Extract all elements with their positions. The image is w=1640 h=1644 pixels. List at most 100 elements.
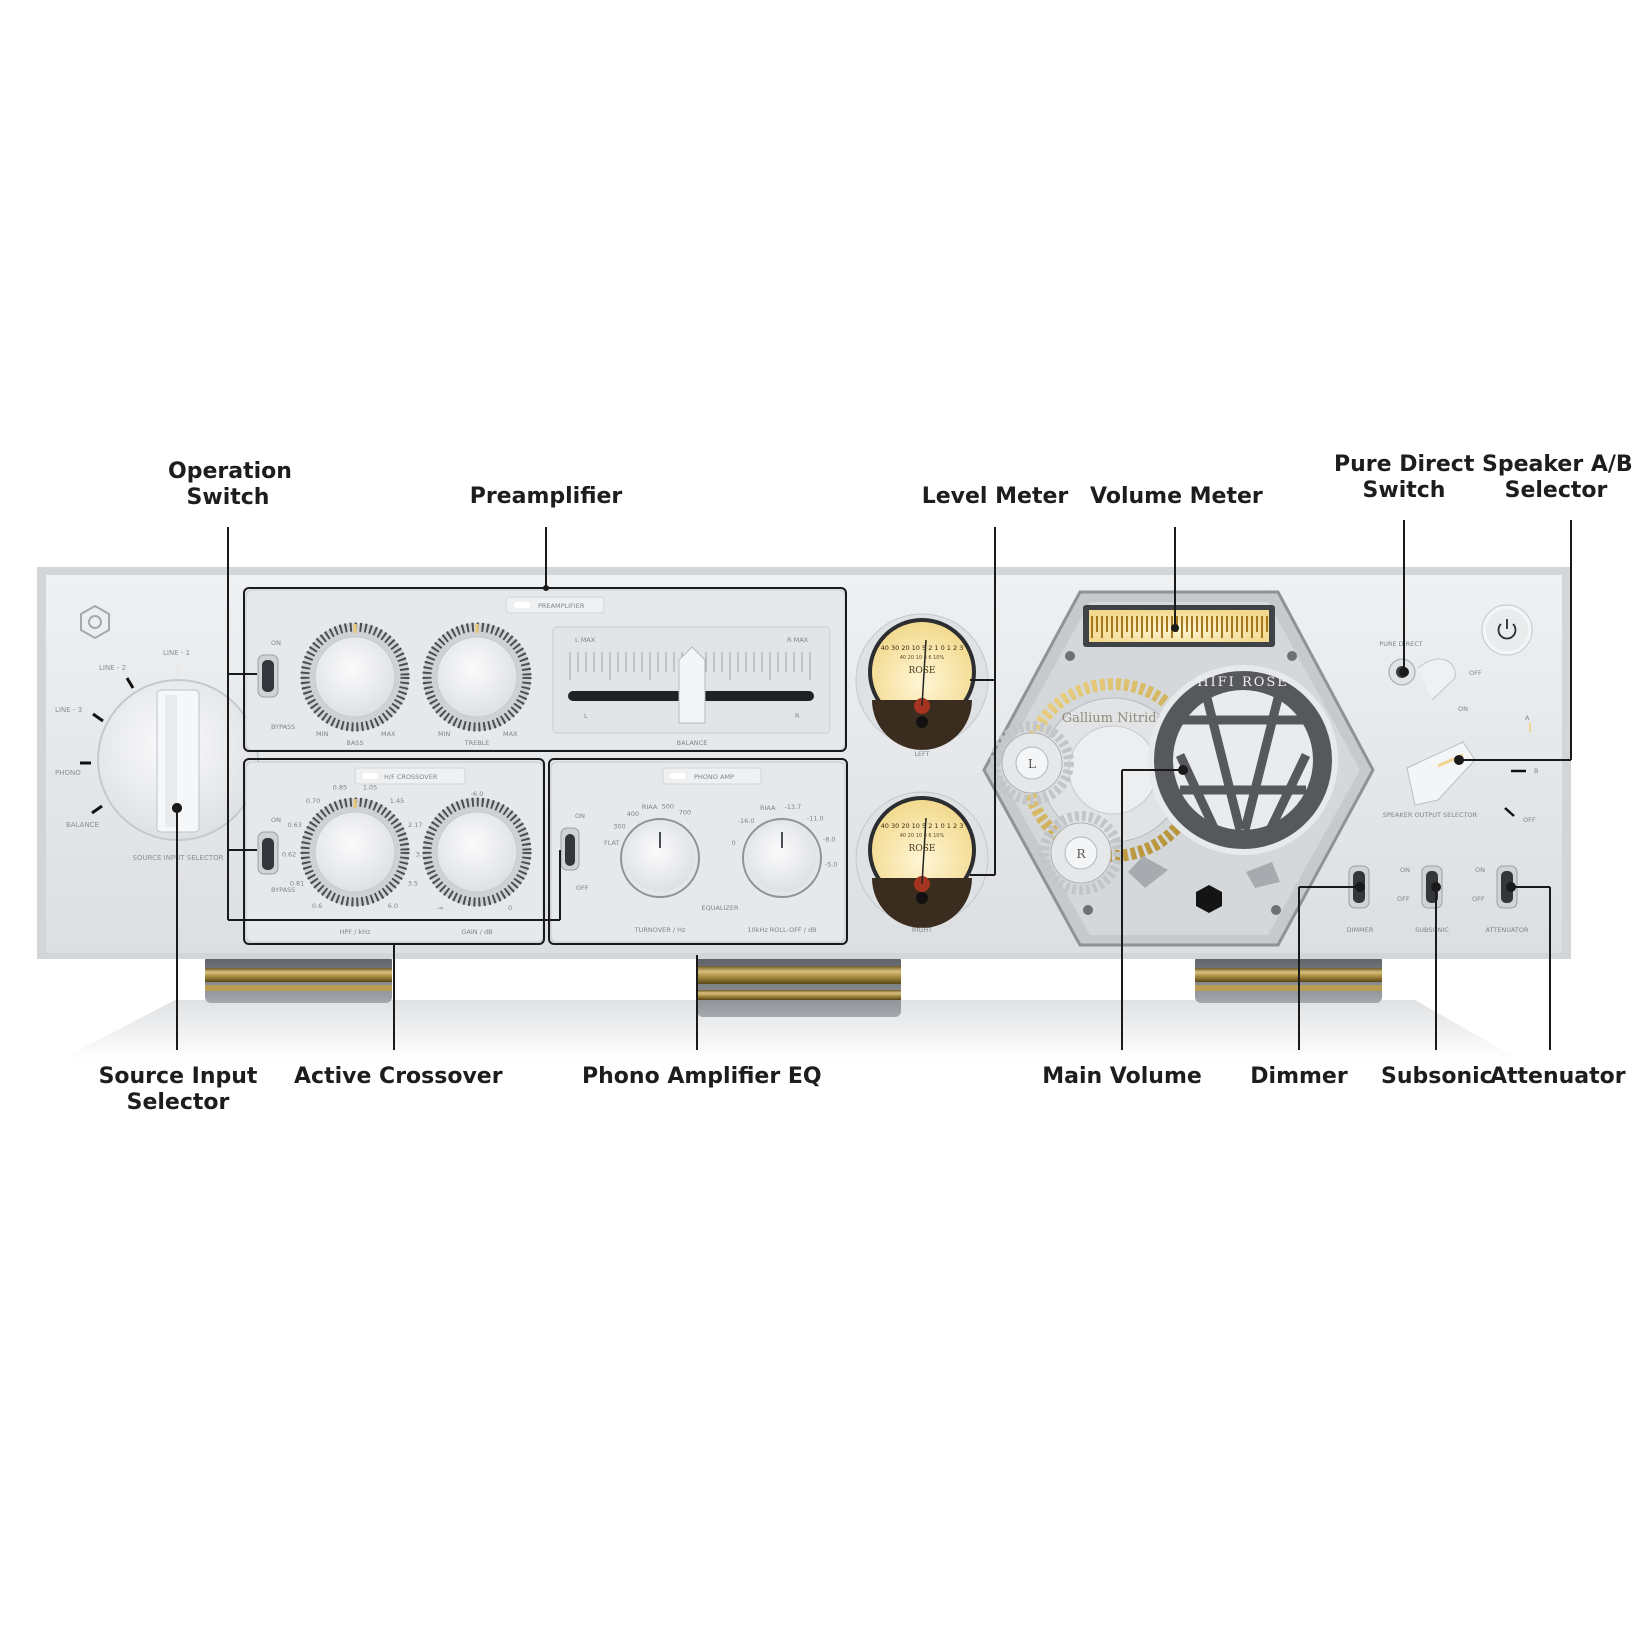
treble-label: TREBLE [464,739,490,747]
meter-left-scale-bottom: 40 20 10 8 6 10% [900,655,945,661]
pure-direct-on: ON [1458,705,1468,713]
power-button[interactable] [1481,604,1533,656]
hpf-tick-6: 1.05 [363,784,377,792]
callout-preamplifier: Preamplifier [466,484,626,510]
gain-tick-max: 0 [508,904,512,912]
callout-dimmer: Dimmer [1244,1064,1354,1090]
treble-max: MAX [503,730,518,738]
crossover-switch-bypass: BYPASS [271,886,295,894]
preamp-switch-on: ON [271,639,281,647]
phono-switch-off: OFF [576,884,589,892]
turnover-label: TURNOVER / Hz [634,926,686,934]
crossover-operation-switch[interactable] [257,831,279,875]
callout-subsonic-line1: Subsonic [1381,1064,1493,1089]
balance-l-max: L MAX [575,636,596,644]
callout-main-volume-line1: Main Volume [1042,1064,1202,1089]
callout-source-input-selector: Source Input Selector [96,1064,260,1116]
bass-min: MIN [316,730,329,738]
source-pos-line1: LINE - 1 [163,649,190,657]
callout-operation-switch-line2: Switch [186,485,270,510]
hpf-tick-3: 0.63 [287,821,301,829]
balance-l: L [584,712,588,720]
preamplifier-title: PREAMPLIFIER [538,602,585,610]
rolloff-knob[interactable] [742,818,822,898]
subsonic-off: OFF [1397,895,1410,903]
meter-left-label: LEFT [914,750,929,758]
gear-r [1039,811,1123,895]
callout-phono-eq-line1: Phono Amplifier EQ [582,1064,822,1089]
source-pos-balance: BALANCE [66,821,99,829]
preamp-operation-switch[interactable] [257,654,279,698]
balance-r: R [795,712,800,720]
speaker-a-label: A [1525,714,1530,722]
meter-right-scale-bottom: 40 20 10 8 6 10% [900,833,945,839]
callout-speaker-ab-selector: Speaker A/B Selector [1482,452,1633,504]
base-plate [60,1000,1520,1060]
pure-direct-off: OFF [1469,669,1482,677]
callout-speaker-ab-line1: Speaker A/B [1482,452,1633,477]
leader-dots [172,585,1516,892]
gain-label: GAIN / dB [461,928,492,936]
rolloff-tick-6: -5.0 [825,861,838,869]
source-pos-line3: LINE - 3 [55,706,82,714]
subsonic-on: ON [1400,866,1410,874]
callout-level-meter-line1: Level Meter [921,484,1069,509]
turnover-knob[interactable] [620,818,700,898]
callout-operation-switch: Operation Switch [168,459,292,511]
callout-volume-meter-line1: Volume Meter [1090,484,1263,509]
callout-main-volume: Main Volume [1037,1064,1207,1090]
callout-volume-meter: Volume Meter [1090,484,1263,510]
balance-slider[interactable] [678,646,706,724]
callout-source-input-line1: Source Input [98,1064,258,1089]
hpf-tick-1: 0.81 [290,880,304,888]
vent-right [1246,862,1280,888]
hex-button-icon[interactable] [1196,885,1222,913]
preamp-switch-bypass: BYPASS [271,723,295,731]
callout-attenuator-line1: Attenuator [1490,1064,1626,1089]
rose-logo-icon [80,604,110,640]
hpf-knob[interactable] [300,797,410,907]
pure-direct-label: PURE DIRECT [1379,640,1422,648]
gain-knob[interactable] [422,797,532,907]
callout-preamplifier-line1: Preamplifier [469,484,623,509]
gain-tick-min: -∞ [436,904,444,912]
dimmer-label: DIMMER [1347,926,1374,934]
subsonic-label: SUBSONIC [1415,926,1449,934]
hpf-tick-11: 6.0 [388,902,398,910]
callout-source-input-line2: Selector [126,1090,230,1115]
attenuator-off: OFF [1472,895,1485,903]
bass-knob[interactable] [300,622,410,732]
foot-center [697,955,901,1017]
level-meter-right [855,791,989,928]
rolloff-tick-1: -16.0 [738,817,755,825]
source-input-selector[interactable] [97,679,259,841]
speaker-off-label: OFF [1523,816,1536,824]
phono-operation-switch[interactable] [560,827,580,871]
phono-switch-on: ON [575,812,585,820]
attenuator-label: ATTENUATOR [1485,926,1529,934]
meter-left-scale-top: 40 30 20 10 5 2 1 0 1 2 3 [881,644,964,652]
hpf-tick-2: 0.62 [282,851,296,859]
meter-right-scale-top: 40 30 20 10 5 2 1 0 1 2 3 [881,822,964,830]
rolloff-tick-0: 0 [732,839,736,847]
gallium-nitride-text: Gallium Nitride [1062,711,1165,726]
callout-pure-direct-switch: Pure Direct Switch [1334,452,1474,504]
volume-meter-display [1083,605,1275,647]
foot-left [205,955,392,1003]
hpf-tick-0: 0.6 [312,902,322,910]
treble-min: MIN [438,730,451,738]
callout-pure-direct-line1: Pure Direct [1334,452,1475,477]
main-volume-dial[interactable] [1148,665,1338,855]
gain-tick-mid: -6.0 [471,790,484,798]
hpf-tick-4: 0.70 [306,797,320,805]
vent-left [1128,856,1168,888]
callout-speaker-ab-line2: Selector [1504,478,1608,503]
source-position-ticks [80,664,180,815]
crossover-title: H/F CROSSOVER [384,773,438,781]
volume-dial-brand: HIFI ROSE [1197,675,1289,690]
balance-r-max: R MAX [787,636,809,644]
treble-knob[interactable] [422,622,532,732]
